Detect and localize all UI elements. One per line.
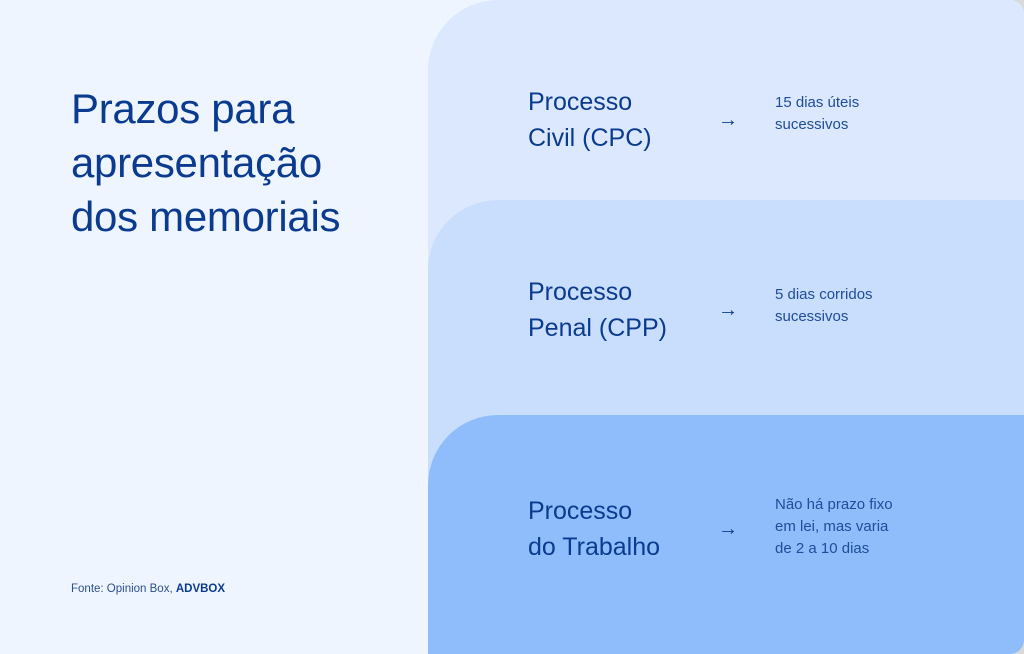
process-label-line: Processo [528,88,633,116]
process-label-line: Processo [528,497,633,525]
title-line: apresentação [71,139,322,186]
deadline-line: de 2 a 10 dias [775,540,870,557]
deadline-text: 5 dias corridos sucessivos [775,284,873,328]
card-processo-trabalho [428,415,1024,654]
deadline-line: sucessivos [775,308,849,325]
page-title: Prazos para apresentação dos memoriais [71,82,340,244]
arrow-right-icon: → [718,517,738,540]
deadline-line: sucessivos [775,116,849,133]
process-label-line: Penal (CPP) [528,314,667,342]
arrow-right-icon: → [718,108,738,131]
deadline-text: Não há prazo fixo em lei, mas varia de 2… [775,494,893,560]
process-row-civil: Processo Civil (CPC) → 15 dias úteis suc… [528,84,1024,156]
process-row-penal: Processo Penal (CPP) → 5 dias corridos s… [528,274,1024,346]
process-label-line: Civil (CPC) [528,124,652,152]
deadline-line: em lei, mas varia [775,518,889,535]
deadline-line: Não há prazo fixo [775,496,893,513]
process-label-line: Processo [528,278,633,306]
process-row-trabalho: Processo do Trabalho → Não há prazo fixo… [528,493,1024,565]
source-credit: Fonte: Opinion Box, ADVBOX [71,583,225,595]
source-prefix: Fonte: Opinion Box, [71,583,176,595]
deadline-line: 5 dias corridos [775,286,873,303]
title-line: dos memoriais [71,193,341,240]
arrow-right-icon: → [718,298,738,321]
process-label: Processo Civil (CPC) [528,84,710,156]
deadline-line: 15 dias úteis [775,94,860,111]
process-label-line: do Trabalho [528,533,661,561]
process-label: Processo Penal (CPP) [528,274,710,346]
process-label: Processo do Trabalho [528,493,710,565]
source-brand: ADVBOX [175,583,226,595]
title-line: Prazos para [71,85,295,132]
deadline-text: 15 dias úteis sucessivos [775,92,859,136]
